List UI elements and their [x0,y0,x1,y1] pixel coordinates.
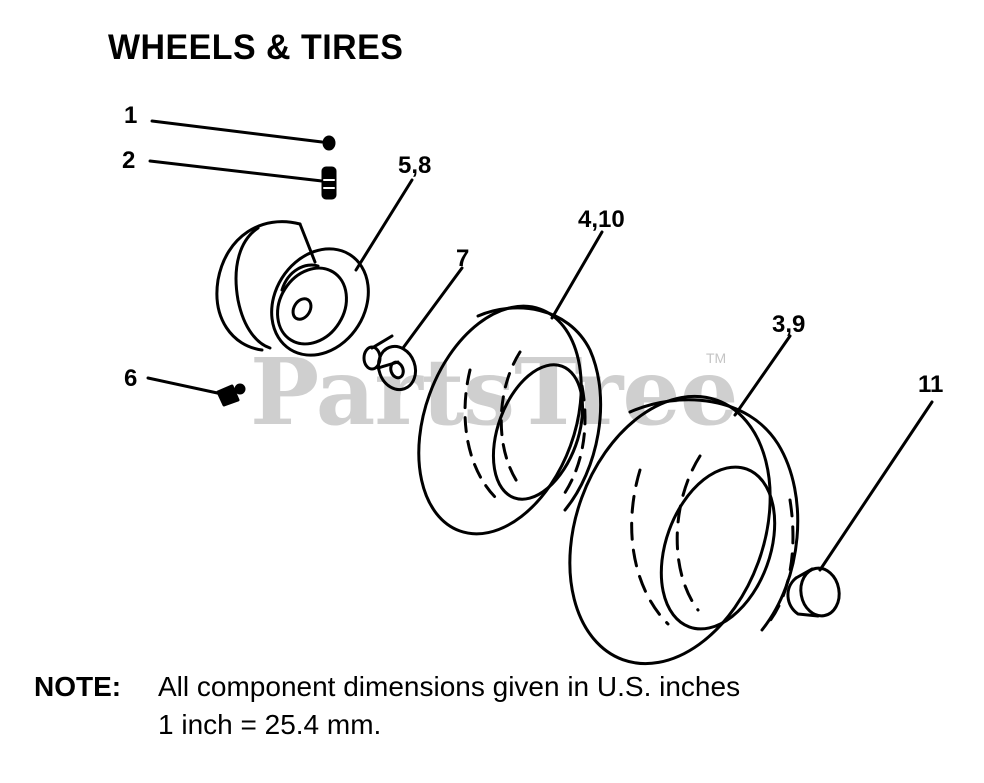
leader-2 [148,159,324,183]
callout-4-10: 4,10 [578,206,625,233]
watermark-logo: PartsTree [250,338,738,446]
wheel-cap-part [786,566,841,618]
wheel-rim-part [215,220,370,357]
valve-cap-part [322,135,336,151]
valve-stem-part [321,166,337,200]
callout-1: 1 [124,102,138,129]
note-label: NOTE: [34,671,122,702]
diagram-title: WHEELS & TIRES [108,28,404,67]
callout-11: 11 [918,371,944,398]
grease-fitting-part [216,383,246,407]
front-tire-part [417,304,603,536]
leader-1 [150,119,324,144]
flange-bushing-part [362,334,418,392]
note-line-2: 1 inch = 25.4 mm. [158,709,382,740]
leader-11 [818,400,934,572]
leader-7 [401,266,464,350]
callout-7: 7 [456,245,470,272]
callout-3-9: 3,9 [772,311,806,338]
rear-tire-part [568,394,800,666]
leader-lines [146,119,934,572]
leader-3-9 [733,334,792,417]
leader-6 [146,376,224,396]
callout-6: 6 [124,365,138,392]
note-line-1: All component dimensions given in U.S. i… [158,671,741,702]
watermark-trademark: TM [706,350,727,366]
leader-5-8 [354,178,414,272]
callout-5-8: 5,8 [398,152,432,179]
callout-2: 2 [122,147,136,174]
leader-4-10 [550,230,604,320]
